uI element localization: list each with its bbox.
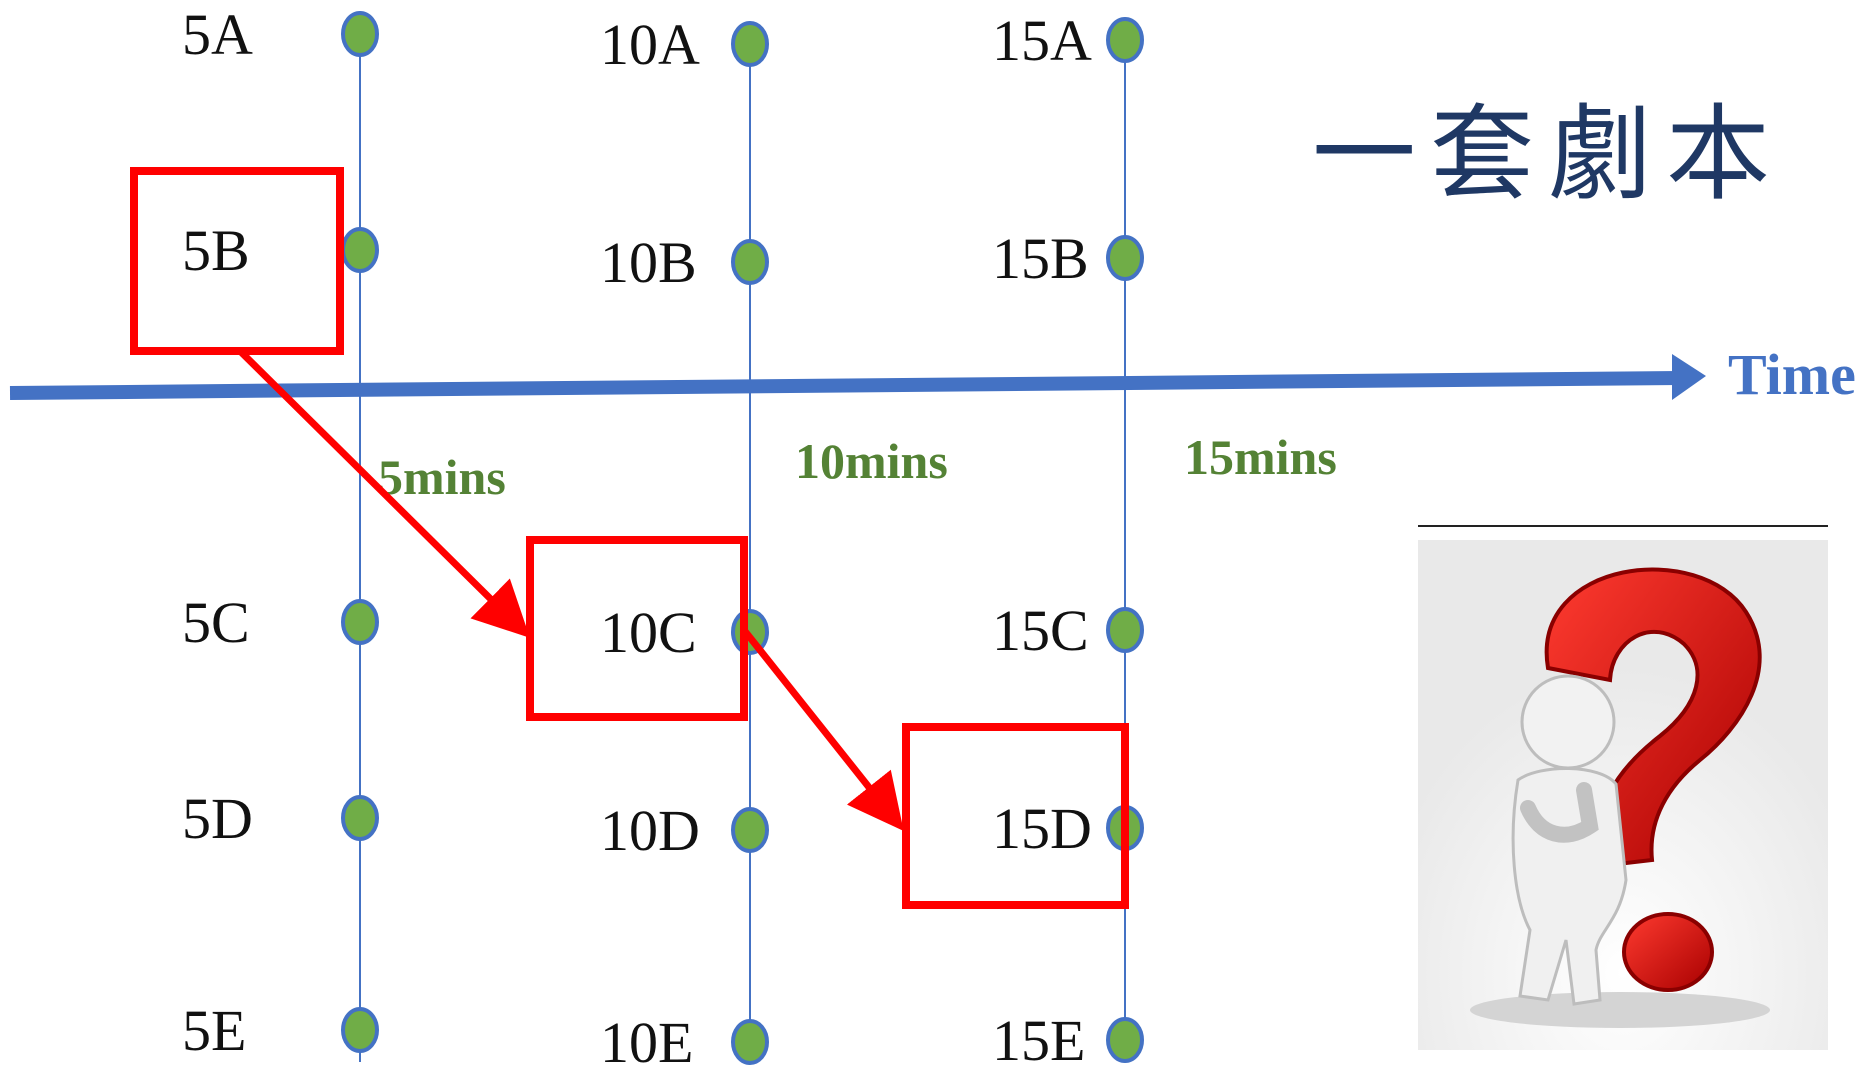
node-dot-5c [341,599,379,645]
node-dot-10d [731,807,769,853]
node-label-10c: 10C [600,600,697,665]
highlight-box-5b [130,167,344,355]
question-mark-curve [1544,567,1762,869]
node-label-10b: 10B [600,230,697,295]
illustration-shadow [1470,992,1770,1028]
node-dot-10b [731,239,769,285]
node-dot-10a [731,21,769,67]
highlight-box-10c [526,536,748,721]
node-label-5a: 5A [182,2,253,67]
interval-label-15mins: 15mins [1184,429,1337,485]
node-dot-15b [1106,235,1144,281]
interval-label-5mins: 5mins [378,449,506,505]
time-axis-line [9,371,1681,400]
diagram-title: 一套劇本 [1312,93,1784,215]
node-label-15c: 15C [992,598,1089,663]
node-dot-5a [341,11,379,57]
node-label-5b: 5B [182,218,250,283]
path-arrow-10c-to-15d [741,627,904,831]
node-dot-15e [1106,1017,1144,1063]
node-dot-5d [341,795,379,841]
node-label-15d: 15D [992,796,1092,861]
node-label-15a: 15A [992,8,1092,73]
node-label-5c: 5C [182,590,250,655]
path-arrow-5b-to-10c [237,348,530,638]
question-mark-dot [1622,912,1714,992]
node-dot-15c [1106,607,1144,653]
node-label-5e: 5E [182,998,246,1063]
node-label-10e: 10E [600,1010,693,1065]
interval-label-10mins: 10mins [795,433,948,489]
time-axis: Time [9,342,1856,407]
node-grid: 5A 5B 5C 5D 5E 10A 10B 10C 10D 10E 15A 15B 15C 15D 15E [182,2,1144,1065]
node-label-15b: 15B [992,226,1089,291]
node-label-15e: 15E [992,1008,1085,1065]
node-label-5d: 5D [182,786,253,851]
thinking-person-question-mark-icon [1418,540,1828,1050]
time-axis-arrowhead [1672,354,1706,400]
node-label-10a: 10A [600,12,700,77]
person-arm [1520,782,1599,843]
node-dot-5b [341,227,379,273]
node-dot-10e [731,1019,769,1065]
time-axis-label: Time [1728,342,1856,407]
highlight-box-15d [902,723,1129,909]
person-head [1520,674,1616,770]
node-dot-5e [341,1007,379,1053]
selected-path [130,167,1129,909]
node-label-10d: 10D [600,798,700,863]
node-dot-15a [1106,17,1144,63]
